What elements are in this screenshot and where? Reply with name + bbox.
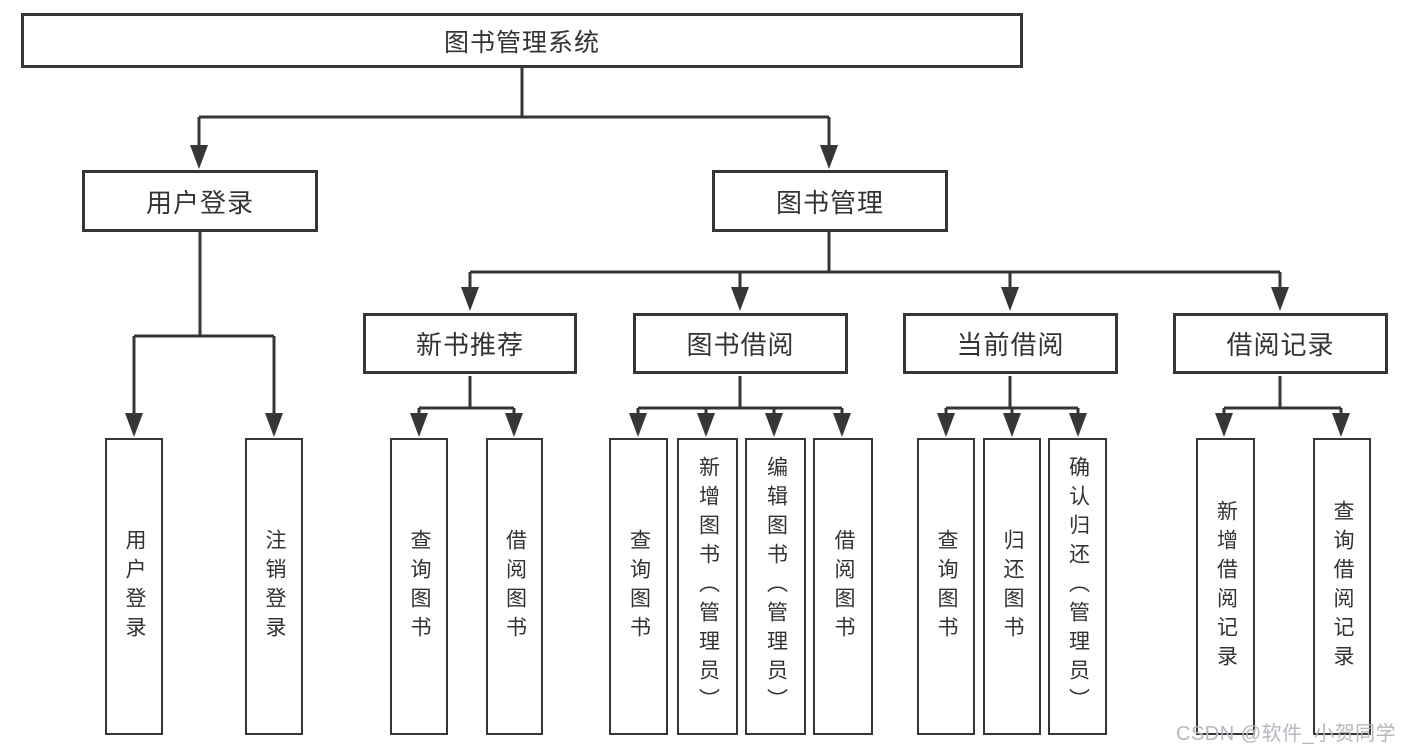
leaf-query-books-recommend-label: 查询图书	[408, 528, 431, 645]
node-new-book-recommendation: 新书推荐	[363, 313, 577, 374]
node-book-borrowing: 图书借阅	[633, 313, 848, 374]
leaf-query-books-current-label: 查询图书	[935, 528, 958, 645]
node-root-label: 图书管理系统	[443, 28, 600, 57]
connector-new-book-children	[417, 376, 516, 414]
leaf-query-books-recommend: 查询图书	[390, 438, 448, 735]
leaf-confirm-return-admin: 确认归还（管理员）	[1048, 438, 1107, 735]
leaf-borrow-books-borrowing-label: 借阅图书	[832, 528, 855, 645]
leaf-add-book-admin-label: 新增图书（管理员）	[696, 456, 720, 717]
leaf-edit-book-admin: 编辑图书（管理员）	[745, 438, 806, 735]
leaf-borrow-books-recommend-label: 借阅图书	[503, 528, 527, 645]
leaf-return-book-label: 归还图书	[1001, 528, 1024, 645]
connector-current-borrowing-children	[944, 376, 1080, 414]
leaf-borrow-books-recommend: 借阅图书	[486, 438, 543, 735]
node-borrowing-records: 借阅记录	[1173, 313, 1388, 374]
node-new-book-recommendation-label: 新书推荐	[415, 330, 524, 360]
leaf-query-books-borrowing: 查询图书	[609, 438, 668, 735]
node-book-management: 图书管理	[712, 170, 948, 232]
node-user-login: 用户登录	[82, 170, 318, 232]
leaf-add-borrow-record: 新增借阅记录	[1196, 438, 1255, 735]
leaf-query-books-borrowing-label: 查询图书	[627, 528, 651, 645]
leaf-query-books-current: 查询图书	[917, 438, 975, 735]
connector-book-mgmt-to-level3	[468, 232, 1282, 288]
leaf-return-book: 归还图书	[983, 438, 1041, 735]
node-borrowing-records-label: 借阅记录	[1226, 330, 1335, 360]
leaf-logout: 注销登录	[245, 438, 303, 735]
leaf-edit-book-admin-label: 编辑图书（管理员）	[764, 456, 788, 717]
connector-book-borrowing-children	[636, 376, 844, 414]
leaf-add-borrow-record-label: 新增借阅记录	[1214, 499, 1238, 674]
node-current-borrowing-label: 当前借阅	[956, 330, 1065, 360]
node-current-borrowing: 当前借阅	[903, 313, 1118, 374]
leaf-add-book-admin: 新增图书（管理员）	[677, 438, 738, 735]
leaf-confirm-return-admin-label: 确认归还（管理员）	[1066, 456, 1090, 717]
leaf-user-login-label: 用户登录	[123, 528, 146, 645]
connector-borrowing-records-children	[1222, 376, 1343, 414]
leaf-query-borrow-record-label: 查询借阅记录	[1331, 499, 1354, 674]
leaf-user-login: 用户登录	[105, 438, 163, 735]
node-book-management-label: 图书管理	[775, 187, 884, 218]
connector-user-login-children	[132, 232, 276, 414]
leaf-query-borrow-record: 查询借阅记录	[1313, 438, 1371, 735]
node-user-login-label: 用户登录	[145, 187, 254, 218]
leaf-borrow-books-borrowing: 借阅图书	[813, 438, 873, 735]
node-root: 图书管理系统	[21, 13, 1023, 68]
csdn-watermark: CSDN @软件_小贺同学	[1176, 723, 1397, 745]
connector-root-to-level2	[197, 68, 831, 146]
node-book-borrowing-label: 图书借阅	[686, 330, 795, 360]
leaf-logout-label: 注销登录	[263, 528, 286, 645]
